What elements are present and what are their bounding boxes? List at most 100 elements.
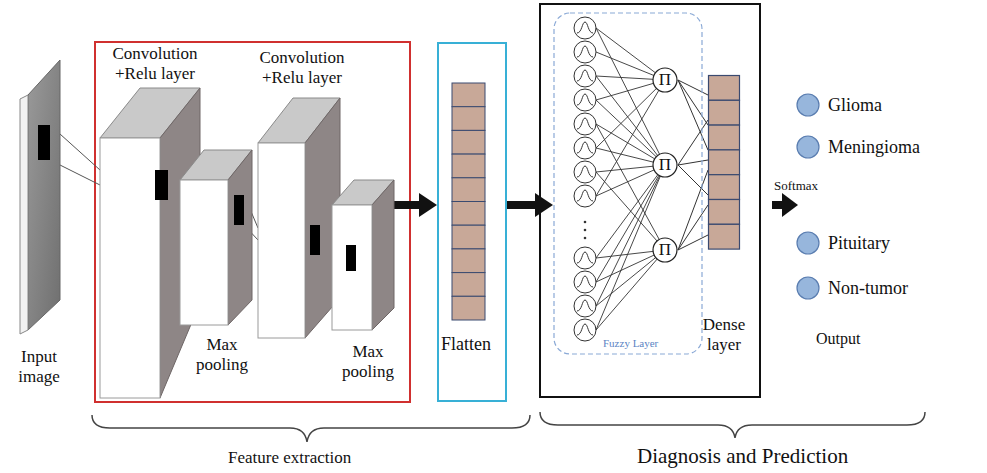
product-circle <box>653 238 677 262</box>
membership-line <box>596 28 660 154</box>
dense-connection <box>678 80 708 150</box>
dense-connection <box>678 170 708 250</box>
gaussian-curve <box>577 190 593 201</box>
gaussian-circle <box>574 185 596 207</box>
product-node: Π <box>652 237 678 263</box>
caption-label: Diagnosis and Prediction <box>637 444 848 469</box>
output-class-shape <box>796 231 820 255</box>
membership-line <box>596 175 659 282</box>
connector <box>678 80 708 150</box>
pool-block-shape <box>332 180 394 330</box>
membership-line <box>596 148 653 162</box>
input-image: Input image <box>20 55 65 335</box>
membership-line <box>596 258 656 306</box>
node-label: Dense layer <box>694 315 754 354</box>
gaussian-circle <box>574 319 596 341</box>
node-label: Flatten <box>441 334 505 355</box>
neuron-cell <box>709 125 740 150</box>
kernel-window <box>234 195 244 225</box>
vector-cell <box>452 296 485 320</box>
membership-line <box>596 255 654 282</box>
neuron-cell <box>709 100 740 125</box>
image-edge <box>20 95 28 334</box>
arrow-shaft <box>394 201 421 209</box>
fuzzy-frame <box>554 13 702 354</box>
connector <box>394 193 437 217</box>
membership-functions <box>574 17 596 341</box>
ellipsis-dot <box>584 229 587 232</box>
ellipsis-dot <box>584 221 587 224</box>
arrow-head <box>419 193 437 217</box>
arrow-shaft <box>507 201 537 209</box>
class-circle <box>797 277 819 299</box>
output-class-shape <box>796 276 820 300</box>
connector <box>678 170 708 250</box>
class-circle <box>797 136 819 158</box>
dense-connection <box>678 205 708 250</box>
node-label: Input image <box>8 347 70 386</box>
vector-cell <box>452 273 485 297</box>
curly-brace <box>540 412 925 438</box>
node-label: Max pooling <box>192 335 252 374</box>
conv-block: Convolution +Relu layer <box>258 98 340 338</box>
fuzzy-connections <box>596 28 660 330</box>
gaussian-circle <box>574 89 596 111</box>
vector-cell <box>452 225 485 249</box>
output-class: Pituitary <box>796 231 820 255</box>
gaussian-circle <box>574 113 596 135</box>
output-class-shape <box>796 135 820 159</box>
block-front <box>332 205 372 330</box>
kernel-window <box>346 245 356 271</box>
gaussian-curve <box>577 324 593 335</box>
dense-connection <box>678 165 708 195</box>
block-front <box>180 180 228 325</box>
dense-connection <box>678 160 708 165</box>
vector-cell <box>452 107 485 131</box>
dense-connection <box>678 120 708 165</box>
membership-line <box>596 76 653 79</box>
gaussian-curve <box>577 276 593 287</box>
neuron-cell <box>709 200 740 225</box>
dense-connection <box>678 80 708 125</box>
gaussian-curve <box>577 70 593 81</box>
pool-block-shape <box>180 150 252 325</box>
membership-line <box>596 88 656 148</box>
gaussian-circle <box>574 17 596 39</box>
gaussian-circle <box>574 41 596 63</box>
node-label: Π <box>652 67 678 93</box>
output-class: Meningioma <box>796 135 820 159</box>
vector-cell <box>452 249 485 273</box>
dense-layer: Dense layer <box>708 75 740 250</box>
membership-line <box>596 124 655 159</box>
vector-cell <box>452 178 485 202</box>
membership-line <box>596 28 655 73</box>
node-label: Meningioma <box>828 135 920 159</box>
gaussian-curve <box>577 300 593 311</box>
neuron-cell <box>709 76 740 101</box>
neuron-cell <box>709 150 740 175</box>
dense-connection <box>678 235 708 250</box>
gaussian-curve <box>577 142 593 153</box>
gaussian-curve <box>577 46 593 57</box>
node-label: Non-tumor <box>828 276 908 300</box>
membership-line <box>596 124 659 239</box>
neuron-cell <box>709 224 740 249</box>
dense-layer-shape <box>708 75 740 250</box>
membership-line <box>596 166 653 172</box>
node-label: Convolution +Relu layer <box>100 44 210 83</box>
gaussian-circle <box>574 295 596 317</box>
product-node: Π <box>652 152 678 178</box>
product-node: Π <box>652 67 678 93</box>
kernel-window <box>38 125 50 160</box>
membership-line <box>596 52 654 75</box>
vector-cell <box>452 202 485 226</box>
vector-cell <box>452 83 485 107</box>
pool-block: Max pooling <box>180 150 252 325</box>
membership-line <box>596 100 656 157</box>
caption-label: Feature extraction <box>228 448 351 468</box>
vector-cell <box>452 154 485 178</box>
membership-line <box>596 90 659 196</box>
neuron-cell <box>709 175 740 200</box>
product-circle <box>653 68 677 92</box>
gaussian-circle <box>574 247 596 269</box>
